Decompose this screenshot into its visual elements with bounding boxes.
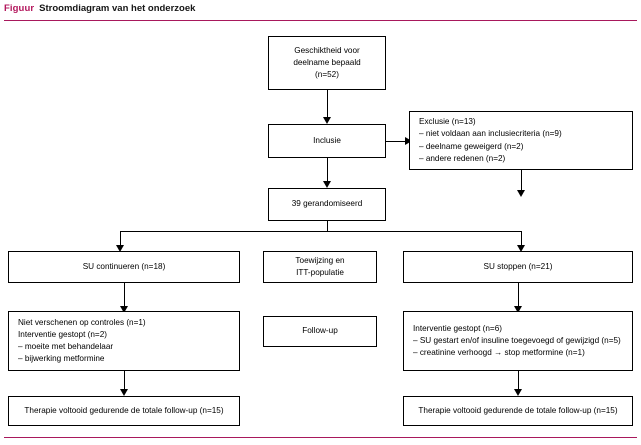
node-su-continue-label: SU continueren (n=18) (82, 261, 166, 271)
edge-su-stop-dropout-arrow (513, 306, 522, 313)
node-left-dropout-line-4: – bijwerking metformine (18, 354, 105, 364)
edge-inclusion-exclusion-line (386, 140, 408, 142)
caption-top-rule (4, 20, 637, 21)
node-followup-label-text: Follow-up (302, 326, 338, 336)
node-allocation-line-1: Toewijzing en (295, 255, 345, 265)
edge-exclusion-down-arrow (516, 190, 525, 197)
node-right-dropout-line-3: – creatinine verhoogd → stop metformine … (413, 348, 585, 358)
node-eligibility-line-1: Geschiktheid voor (294, 45, 360, 55)
node-inclusion-label: Inclusie (313, 135, 341, 145)
node-inclusion: Inclusie (268, 124, 386, 158)
edge-randomised-right-arrow (516, 245, 525, 252)
edge-exclusion-down-line (520, 170, 522, 192)
node-left-dropout: Niet verschenen op controles (n=1) Inter… (8, 311, 240, 371)
node-left-dropout-line-3: – moeite met behandelaar (18, 342, 114, 351)
edge-randomised-stem (326, 221, 328, 232)
node-exclusion-line-4: – andere redenen (n=2) (419, 153, 506, 163)
node-allocation-line-2: ITT-populatie (296, 268, 344, 277)
edge-inclusion-exclusion-arrow (405, 137, 412, 145)
page-title: Stroomdiagram van het onderzoek (39, 3, 196, 14)
edge-randomised-left-arrow (116, 245, 125, 252)
edge-su-stop-dropout-line (517, 283, 519, 308)
edge-randomised-right-drop (520, 231, 522, 247)
edge-inclusion-randomised-line (326, 158, 328, 183)
node-right-completed: Therapie voltooid gedurende de totale fo… (403, 396, 633, 426)
node-left-completed: Therapie voltooid gedurende de totale fo… (8, 396, 240, 426)
node-exclusion-line-1: Exclusie (n=13) (419, 117, 476, 127)
node-su-stop: SU stoppen (n=21) (403, 251, 633, 283)
edge-eligibility-inclusion-line (326, 90, 328, 119)
node-right-dropout-line-1: Interventie gestopt (n=6) (413, 323, 502, 333)
figure-caption: Figuur Stroomdiagram van het onderzoek (4, 3, 195, 14)
node-eligibility: Geschiktheid voor deelname bepaald (n=52… (268, 36, 386, 90)
node-eligibility-line-3: (n=52) (315, 70, 339, 80)
edge-left-dropout-completed-arrow (119, 389, 128, 396)
edge-right-dropout-completed-line (517, 371, 519, 393)
edge-left-dropout-completed-line (123, 371, 125, 393)
node-right-dropout: Interventie gestopt (n=6) – SU gestart e… (403, 311, 633, 371)
node-allocation-label: Toewijzing en ITT-populatie (263, 251, 377, 283)
edge-inclusion-randomised-arrow (322, 181, 331, 188)
node-left-completed-label: Therapie voltooid gedurende de totale fo… (24, 405, 224, 415)
node-eligibility-line-2: deelname bepaald (293, 57, 361, 67)
edge-randomised-bus (120, 231, 521, 233)
node-randomised: 39 gerandomiseerd (268, 188, 386, 221)
node-su-stop-label: SU stoppen (n=21) (483, 261, 553, 271)
node-su-continue: SU continueren (n=18) (8, 251, 240, 283)
node-left-dropout-line-1: Niet verschenen op controles (n=1) (18, 317, 146, 327)
figure-bottom-rule (4, 437, 637, 438)
edge-su-continue-dropout-line (123, 283, 125, 308)
node-right-completed-label: Therapie voltooid gedurende de totale fo… (418, 405, 618, 415)
figure-label: Figuur (4, 3, 35, 14)
edge-su-continue-dropout-arrow (119, 306, 128, 313)
node-followup-label: Follow-up (263, 316, 377, 347)
node-randomised-label: 39 gerandomiseerd (291, 199, 363, 209)
node-exclusion-line-2: – niet voldaan aan inclusiecriteria (n=9… (419, 129, 562, 139)
edge-right-dropout-completed-arrow (513, 389, 522, 396)
node-exclusion-line-3: – deelname geweigerd (n=2) (419, 141, 524, 151)
node-exclusion: Exclusie (n=13) – niet voldaan aan inclu… (409, 111, 633, 170)
node-right-dropout-line-2: – SU gestart en/of insuline toegevoegd o… (413, 335, 621, 345)
edge-randomised-left-drop (120, 231, 122, 247)
node-left-dropout-line-2: Interventie gestopt (n=2) (18, 329, 107, 339)
edge-eligibility-inclusion-arrow (322, 117, 331, 124)
